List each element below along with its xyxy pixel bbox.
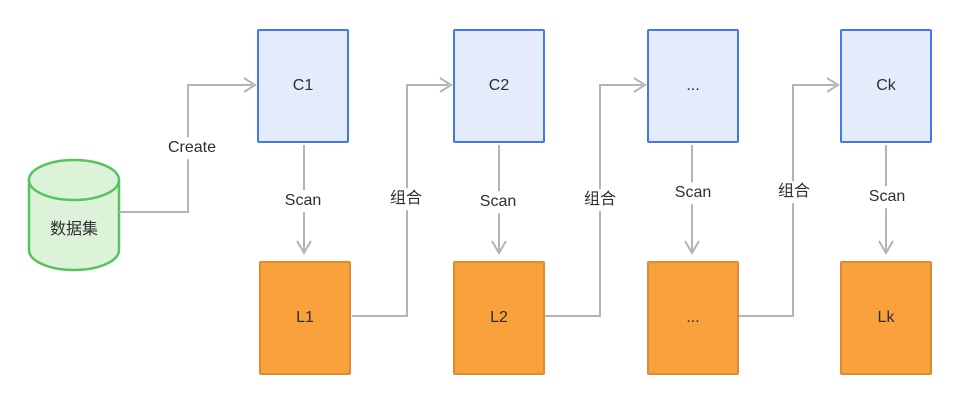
dataset-label: 数据集 — [49, 221, 99, 238]
c-ellipsis-label: ... — [686, 77, 700, 94]
c2-label: C2 — [488, 77, 510, 94]
l1-box: L1 — [259, 261, 351, 375]
c2-box: C2 — [453, 29, 545, 143]
ck-label: Ck — [876, 77, 896, 94]
c-ellipsis-box: ... — [647, 29, 739, 143]
l-ellipsis-box: ... — [647, 261, 739, 375]
lk-box: Lk — [840, 261, 932, 375]
combine-label-3: 组合 — [772, 181, 816, 203]
scan-label-1: Scan — [279, 190, 327, 212]
c1-box: C1 — [257, 29, 349, 143]
l2-label: L2 — [490, 309, 508, 326]
c1-label: C1 — [292, 77, 314, 94]
lk-label: Lk — [877, 309, 895, 326]
combine-label-1: 组合 — [384, 188, 428, 210]
create-label: Create — [162, 137, 222, 159]
l2-box: L2 — [453, 261, 545, 375]
ck-box: Ck — [840, 29, 932, 143]
scan-label-3: Scan — [669, 182, 717, 204]
combine-label-2: 组合 — [578, 189, 622, 211]
l1-label: L1 — [296, 309, 314, 326]
scan-label-2: Scan — [474, 191, 522, 213]
database-cylinder — [27, 158, 121, 272]
l-ellipsis-label: ... — [686, 309, 700, 326]
scan-label-4: Scan — [863, 186, 911, 208]
